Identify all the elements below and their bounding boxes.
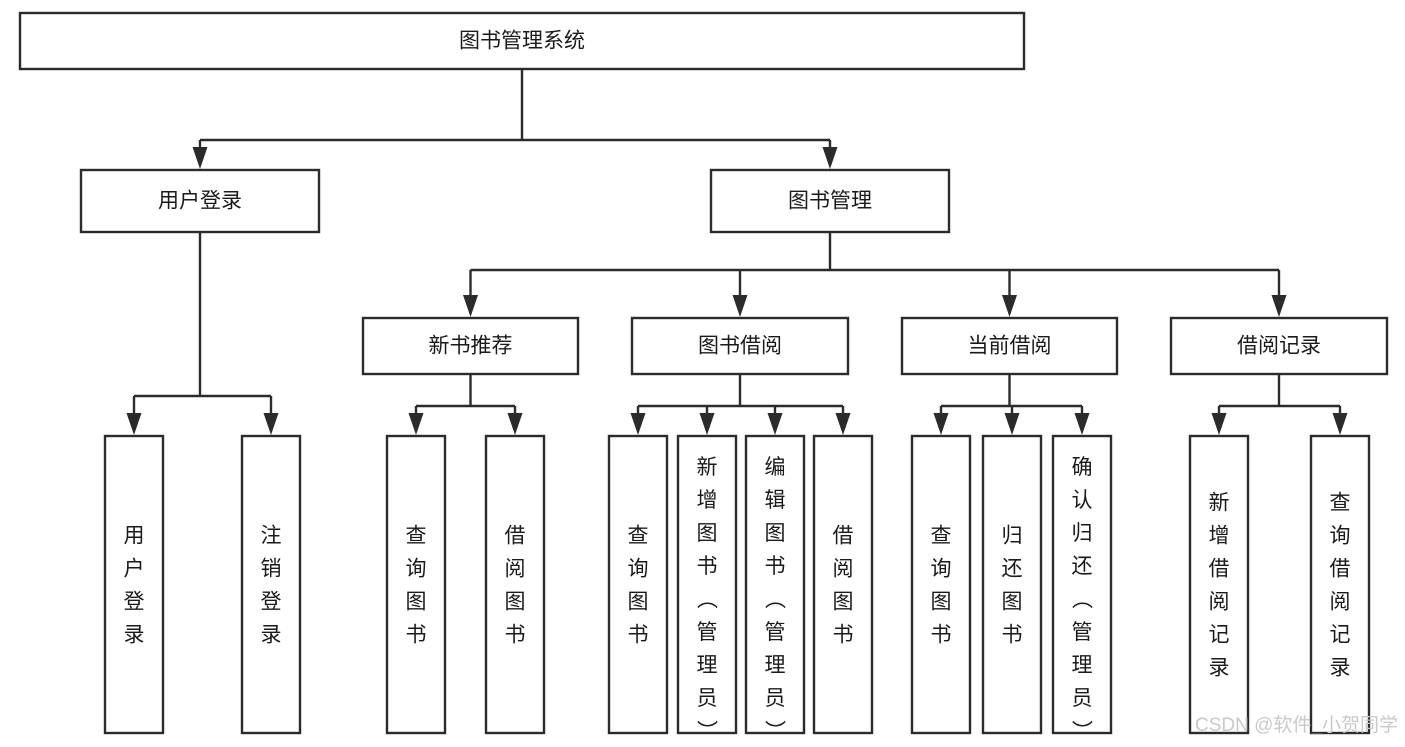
arrow-head-icon	[408, 413, 424, 435]
node-label: 借阅图书	[833, 525, 854, 647]
node-leaf10[interactable]: 归还图书	[981, 434, 1043, 735]
node-box[interactable]	[812, 434, 874, 735]
node-leaf2[interactable]: 注销登录	[240, 434, 302, 735]
arrow-head-icon	[507, 413, 523, 435]
arrow-head-icon	[192, 147, 208, 169]
node-leaf11[interactable]: 确认归还（管理员）	[1051, 434, 1113, 743]
node-label: 确认归还（管理员）	[1072, 456, 1094, 743]
node-leaf7[interactable]: 编辑图书（管理员）	[744, 434, 806, 743]
node-bookmgmt[interactable]: 图书管理	[709, 168, 951, 234]
csdn-watermark: CSDN @软件_小贺同学	[1195, 714, 1398, 736]
arrow-head-icon	[463, 295, 478, 317]
node-box[interactable]	[240, 434, 302, 735]
arrow-head-icon	[933, 413, 949, 435]
node-records[interactable]: 借阅记录	[1169, 316, 1389, 376]
node-label: 编辑图书（管理员）	[765, 456, 787, 743]
connector-layer	[126, 69, 1348, 435]
arrow-head-icon	[263, 413, 279, 435]
node-box[interactable]	[1051, 434, 1113, 735]
arrow-head-icon	[732, 295, 748, 317]
connector-group-newbook	[408, 374, 523, 435]
node-box[interactable]	[709, 168, 951, 234]
node-login[interactable]: 用户登录	[79, 168, 321, 234]
node-box[interactable]	[1309, 434, 1371, 735]
connector-group-current	[933, 374, 1090, 435]
node-label: 查询图书	[628, 525, 649, 647]
node-newbook[interactable]: 新书推荐	[361, 316, 580, 376]
node-leaf12[interactable]: 新增借阅记录	[1188, 434, 1250, 735]
arrow-head-icon	[822, 147, 838, 169]
node-leaf3[interactable]: 查询图书	[385, 434, 447, 735]
connector-group-records	[1211, 374, 1348, 435]
node-current[interactable]: 当前借阅	[900, 316, 1119, 376]
node-leaf5[interactable]: 查询图书	[607, 434, 669, 735]
node-box[interactable]	[981, 434, 1043, 735]
node-root[interactable]: 图书管理系统	[18, 11, 1026, 71]
arrow-head-icon	[630, 413, 646, 435]
node-leaf9[interactable]: 查询图书	[910, 434, 972, 735]
node-label: 查询图书	[931, 525, 952, 647]
node-leaf8[interactable]: 借阅图书	[812, 434, 874, 735]
arrow-head-icon	[1002, 295, 1017, 317]
node-borrow[interactable]: 图书借阅	[630, 316, 850, 376]
node-label: 图书管理系统	[459, 30, 585, 53]
node-label: 新增借阅记录	[1209, 492, 1230, 680]
arrow-head-icon	[767, 413, 783, 435]
arrow-head-icon	[1332, 413, 1348, 435]
node-box[interactable]	[1169, 316, 1389, 376]
node-label: 借阅图书	[505, 525, 526, 647]
node-box[interactable]	[361, 316, 580, 376]
node-label: 用户登录	[124, 525, 145, 647]
node-box[interactable]	[607, 434, 669, 735]
node-box[interactable]	[79, 168, 321, 234]
node-label: 用户登录	[158, 190, 242, 213]
arrow-head-icon	[1004, 413, 1020, 435]
node-label: 新书推荐	[429, 335, 513, 358]
node-layer: 图书管理系统用户登录图书管理新书推荐图书借阅当前借阅借阅记录用户登录注销登录查询…	[18, 11, 1389, 743]
node-box[interactable]	[630, 316, 850, 376]
arrow-head-icon	[699, 413, 715, 435]
node-label: 借阅记录	[1237, 335, 1321, 358]
node-label: 新增图书（管理员）	[697, 456, 719, 743]
connector-group-bookmgmt	[463, 232, 1287, 317]
node-label: 查询图书	[406, 525, 427, 647]
node-box[interactable]	[1188, 434, 1250, 735]
arrow-head-icon	[126, 413, 142, 435]
arrow-head-icon	[1074, 413, 1090, 435]
node-label: 当前借阅	[968, 335, 1052, 358]
arrow-head-icon	[1211, 413, 1227, 435]
arrow-head-icon	[835, 413, 851, 435]
connector-group-login	[126, 232, 279, 435]
arrow-head-icon	[1271, 295, 1287, 317]
node-box[interactable]	[900, 316, 1119, 376]
node-box[interactable]	[676, 434, 738, 735]
node-box[interactable]	[103, 434, 165, 735]
node-label: 图书管理	[788, 190, 872, 213]
connector-group-borrow	[630, 374, 851, 435]
node-label: 注销登录	[261, 525, 282, 647]
node-label: 归还图书	[1002, 525, 1023, 647]
node-leaf1[interactable]: 用户登录	[103, 434, 165, 735]
node-box[interactable]	[484, 434, 546, 735]
node-box[interactable]	[744, 434, 806, 735]
node-box[interactable]	[385, 434, 447, 735]
node-label: 图书借阅	[698, 335, 782, 358]
node-leaf13[interactable]: 查询借阅记录	[1309, 434, 1371, 735]
node-label: 查询借阅记录	[1330, 492, 1351, 680]
node-leaf4[interactable]: 借阅图书	[484, 434, 546, 735]
node-leaf6[interactable]: 新增图书（管理员）	[676, 434, 738, 743]
connector-group-root	[192, 69, 838, 169]
node-box[interactable]	[910, 434, 972, 735]
node-box[interactable]	[18, 11, 1026, 71]
